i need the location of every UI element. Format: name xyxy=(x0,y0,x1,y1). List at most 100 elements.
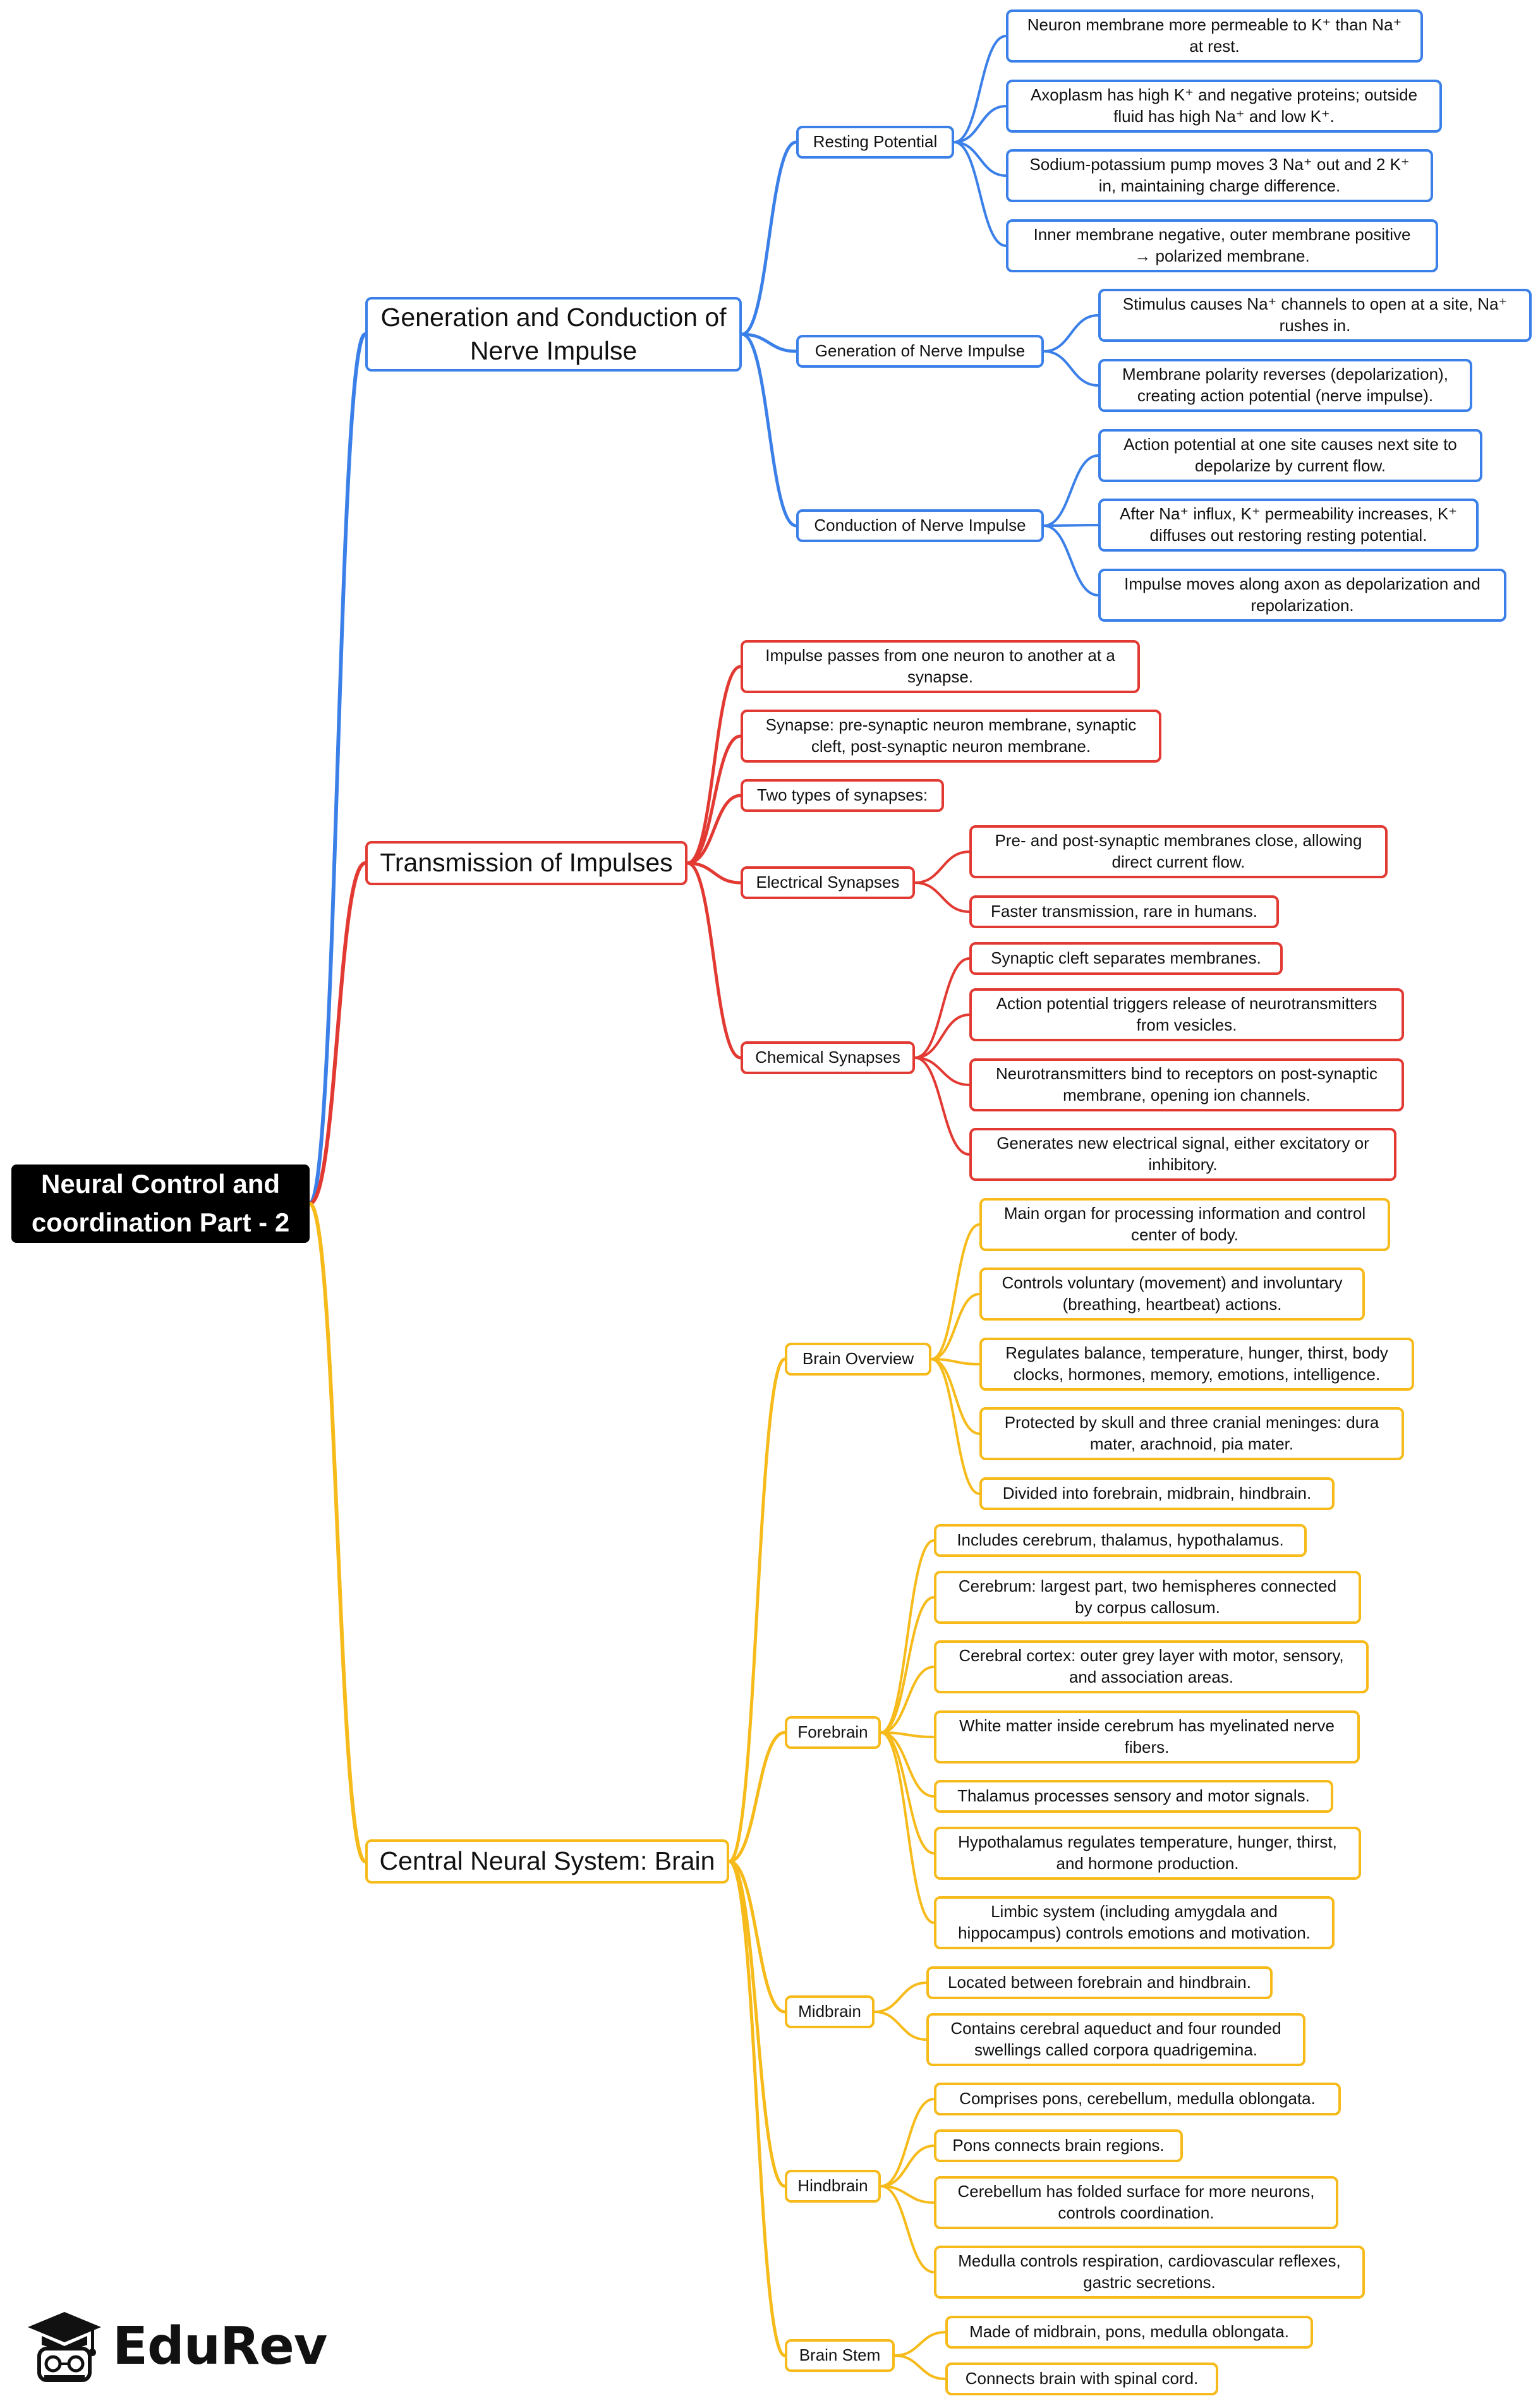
leaf-chemical-4[interactable]: Generates new electrical signal, either … xyxy=(969,1128,1396,1181)
link-node-resting-potential xyxy=(741,140,797,336)
leaf-resting-2[interactable]: Axoplasm has high K⁺ and negative protei… xyxy=(1006,80,1442,133)
link-leaf-forebrain-4 xyxy=(880,1731,935,1738)
leaf-hindbrain-3[interactable]: Cerebellum has folded surface for more n… xyxy=(934,2176,1338,2229)
leaf-forebrain-6[interactable]: Hypothalamus regulates temperature, hung… xyxy=(934,1827,1361,1880)
link-leaf-resting-4 xyxy=(954,141,1007,247)
leaf-midbrain-1[interactable]: Located between forebrain and hindbrain. xyxy=(926,1966,1273,1999)
leaf-forebrain-2[interactable]: Cerebrum: largest part, two hemispheres … xyxy=(934,1571,1361,1624)
leaf-electrical-1[interactable]: Pre- and post-synaptic membranes close, … xyxy=(969,825,1388,878)
leaf-stem-1[interactable]: Made of midbrain, pons, medulla oblongat… xyxy=(945,2316,1313,2349)
leaf-hindbrain-2[interactable]: Pons connects brain regions. xyxy=(934,2129,1183,2162)
node-midbrain[interactable]: Midbrain xyxy=(785,1995,875,2028)
link-leaf-hindbrain-2 xyxy=(880,2145,935,2187)
link-leaf-overview-3 xyxy=(931,1358,980,1365)
link-leaf-overview-2 xyxy=(931,1293,980,1360)
link-leaf-resting-2 xyxy=(954,105,1007,143)
node-brain-overview[interactable]: Brain Overview xyxy=(785,1343,931,1376)
link-node-midbrain xyxy=(729,1860,785,2014)
link-leaf-stem-2 xyxy=(894,2354,946,2380)
leaf-stem-2[interactable]: Connects brain with spinal cord. xyxy=(945,2363,1218,2395)
graduate-cap-icon xyxy=(28,2312,101,2382)
link-leaf-hindbrain-4 xyxy=(880,2185,935,2273)
leaf-overview-3[interactable]: Regulates balance, temperature, hunger, … xyxy=(979,1338,1414,1391)
leaf-chemical-1[interactable]: Synaptic cleft separates membranes. xyxy=(969,942,1283,975)
root-node[interactable]: Neural Control and coordination Part - 2 xyxy=(11,1165,310,1243)
leaf-resting-4[interactable]: Inner membrane negative, outer membrane … xyxy=(1006,219,1438,272)
leaf-resting-3[interactable]: Sodium-potassium pump moves 3 Na⁺ out an… xyxy=(1006,149,1433,202)
node-hindbrain[interactable]: Hindbrain xyxy=(785,2170,881,2203)
link-leaf-overview-4 xyxy=(931,1358,980,1435)
node-conduction-impulse[interactable]: Conduction of Nerve Impulse xyxy=(796,509,1044,542)
node-chemical-synapses[interactable]: Chemical Synapses xyxy=(741,1041,915,1074)
leaf-conduction-3[interactable]: Impulse moves along axon as depolarizati… xyxy=(1098,569,1506,622)
link-root-branch2 xyxy=(308,861,366,1206)
leaf-conduction-1[interactable]: Action potential at one site causes next… xyxy=(1098,429,1482,482)
leaf-forebrain-3[interactable]: Cerebral cortex: outer grey layer with m… xyxy=(934,1640,1369,1693)
leaf-chemical-3[interactable]: Neurotransmitters bind to receptors on p… xyxy=(969,1058,1404,1111)
leaf-electrical-2[interactable]: Faster transmission, rare in humans. xyxy=(969,895,1279,928)
link-leaf-stem-1 xyxy=(894,2331,946,2357)
node-two-types[interactable]: Two types of synapses: xyxy=(741,779,944,812)
leaf-overview-1[interactable]: Main organ for processing information an… xyxy=(979,1198,1390,1251)
leaf-midbrain-2[interactable]: Contains cerebral aqueduct and four roun… xyxy=(926,2013,1305,2066)
leaf-hindbrain-1[interactable]: Comprises pons, cerebellum, medulla oblo… xyxy=(934,2083,1341,2115)
link-leaf-forebrain-1 xyxy=(880,1539,935,1734)
leaf-overview-4[interactable]: Protected by skull and three cranial men… xyxy=(979,1407,1404,1460)
branch-brain[interactable]: Central Neural System: Brain xyxy=(365,1839,729,1884)
node-brain-stem[interactable]: Brain Stem xyxy=(785,2339,895,2372)
link-leaf-midbrain-1 xyxy=(874,1981,927,2013)
link-leaf-chemical-4 xyxy=(914,1056,970,1156)
link-leaf-chemical-3 xyxy=(914,1056,970,1086)
leaf-forebrain-7[interactable]: Limbic system (including amygdala and hi… xyxy=(934,1896,1335,1949)
leaf-overview-5[interactable]: Divided into forebrain, midbrain, hindbr… xyxy=(979,1477,1335,1510)
link-leaf-chemical-2 xyxy=(914,1013,970,1059)
link-leaf-conduction-2 xyxy=(1043,524,1099,527)
leaf-conduction-2[interactable]: After Na⁺ influx, K⁺ permeability increa… xyxy=(1098,499,1479,552)
leaf-forebrain-1[interactable]: Includes cerebrum, thalamus, hypothalamu… xyxy=(934,1524,1307,1557)
link-leaf-conduction-1 xyxy=(1043,454,1099,527)
link-leaf-midbrain-2 xyxy=(874,2011,927,2041)
leaf-resting-1[interactable]: Neuron membrane more permeable to K⁺ tha… xyxy=(1006,9,1423,63)
link-node-two-types xyxy=(687,794,741,865)
node-impulse-passes[interactable]: Impulse passes from one neuron to anothe… xyxy=(741,640,1140,693)
link-node-forebrain xyxy=(729,1731,785,1863)
leaf-hindbrain-4[interactable]: Medulla controls respiration, cardiovasc… xyxy=(934,2246,1365,2299)
branch-generation-conduction[interactable]: Generation and Conduction of Nerve Impul… xyxy=(365,297,742,372)
link-node-electrical-synapses xyxy=(687,861,741,885)
link-node-conduction-impulse xyxy=(741,332,797,528)
link-leaf-resting-3 xyxy=(954,141,1007,177)
link-node-generation-impulse xyxy=(741,332,797,353)
leaf-forebrain-5[interactable]: Thalamus processes sensory and motor sig… xyxy=(934,1780,1333,1813)
link-leaf-forebrain-5 xyxy=(880,1731,935,1798)
link-leaf-forebrain-6 xyxy=(880,1731,935,1854)
link-node-synapse-definition xyxy=(687,734,741,865)
node-synapse-definition[interactable]: Synapse: pre-synaptic neuron membrane, s… xyxy=(741,710,1161,763)
leaf-chemical-2[interactable]: Action potential triggers release of neu… xyxy=(969,988,1404,1041)
link-leaf-hindbrain-3 xyxy=(880,2185,935,2204)
leaf-generation-1[interactable]: Stimulus causes Na⁺ channels to open at … xyxy=(1098,289,1532,342)
logo-text: EduRev xyxy=(112,2316,327,2376)
link-leaf-hindbrain-1 xyxy=(880,2098,935,2187)
branch-transmission[interactable]: Transmission of Impulses xyxy=(365,841,687,885)
link-leaf-electrical-2 xyxy=(914,881,970,913)
leaf-overview-2[interactable]: Controls voluntary (movement) and involu… xyxy=(979,1268,1365,1321)
link-node-brain-overview xyxy=(728,1357,786,1863)
link-leaf-overview-1 xyxy=(931,1223,980,1360)
link-leaf-forebrain-2 xyxy=(880,1596,935,1734)
link-leaf-forebrain-3 xyxy=(880,1666,935,1734)
leaf-forebrain-4[interactable]: White matter inside cerebrum has myelina… xyxy=(934,1710,1360,1764)
leaf-generation-2[interactable]: Membrane polarity reverses (depolarizati… xyxy=(1098,359,1472,412)
edurev-logo[interactable]: EduRev xyxy=(25,2309,327,2383)
link-node-hindbrain xyxy=(729,1860,785,2188)
link-leaf-overview-5 xyxy=(931,1358,980,1495)
link-leaf-chemical-1 xyxy=(914,957,970,1059)
link-leaf-conduction-3 xyxy=(1043,524,1099,596)
link-leaf-electrical-1 xyxy=(914,850,970,884)
link-leaf-forebrain-7 xyxy=(880,1731,935,1924)
node-generation-impulse[interactable]: Generation of Nerve Impulse xyxy=(796,335,1044,368)
node-forebrain[interactable]: Forebrain xyxy=(785,1716,881,1749)
link-node-brain-stem xyxy=(728,1860,786,2357)
node-electrical-synapses[interactable]: Electrical Synapses xyxy=(741,866,915,899)
node-resting-potential[interactable]: Resting Potential xyxy=(796,126,954,159)
